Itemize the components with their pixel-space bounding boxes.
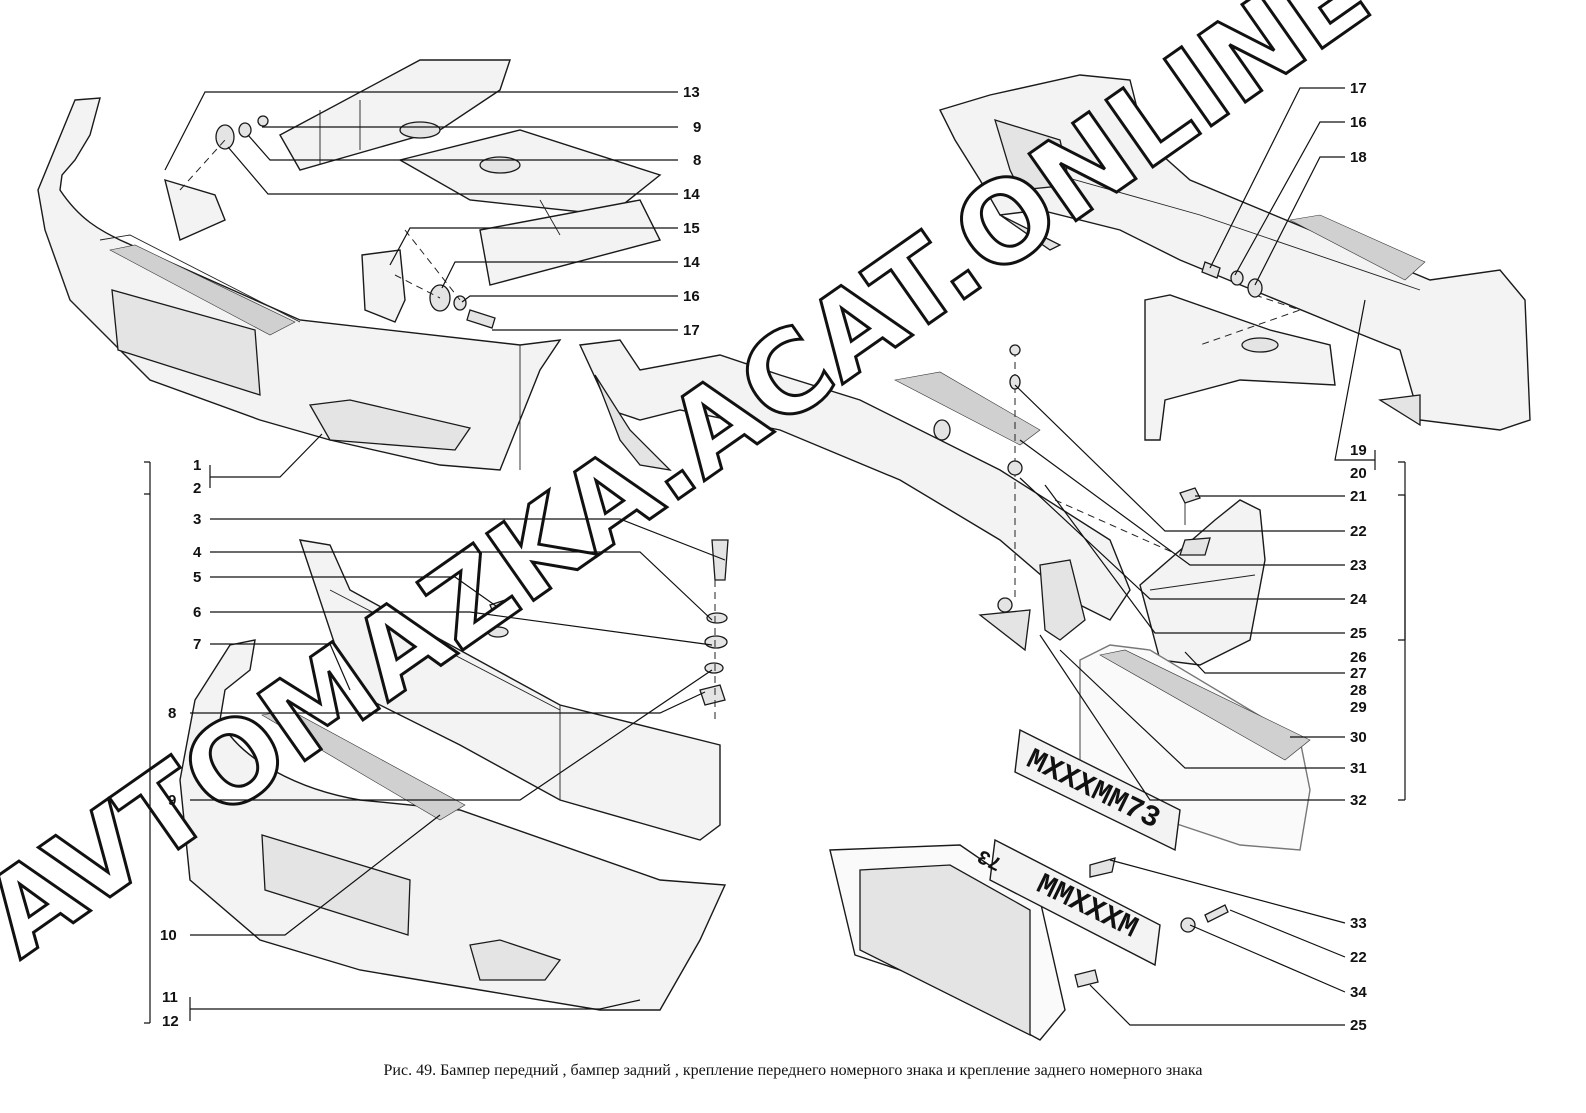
front-bumper-lower <box>179 539 729 1011</box>
front-chassis-frame <box>279 59 662 286</box>
callout-24: 24 <box>1350 591 1367 608</box>
callout-18: 18 <box>1350 149 1367 166</box>
callout-33: 33 <box>1350 915 1367 932</box>
callout-5: 5 <box>193 569 201 586</box>
callout-14-mid: 14 <box>683 254 700 271</box>
callout-1: 1 <box>193 457 201 474</box>
front-bracket-assembly <box>164 115 496 329</box>
callout-21: 21 <box>1350 488 1367 505</box>
callout-16-right: 16 <box>1350 114 1367 131</box>
callout-4: 4 <box>193 544 202 561</box>
callout-7: 7 <box>193 636 201 653</box>
callout-8-bottom: 8 <box>168 705 176 722</box>
callout-13: 13 <box>683 84 700 101</box>
callout-20: 20 <box>1350 465 1367 482</box>
callout-25-top: 25 <box>1350 625 1367 642</box>
callout-16-left: 16 <box>683 288 700 305</box>
callout-15: 15 <box>683 220 700 237</box>
figure-caption: Рис. 49. Бампер передний , бампер задний… <box>383 1062 1203 1079</box>
callout-34: 34 <box>1350 984 1367 1001</box>
callout-29: 29 <box>1350 699 1367 716</box>
callout-8-top: 8 <box>693 152 701 169</box>
callout-30: 30 <box>1350 729 1367 746</box>
rear-bumper-end-cap <box>1139 487 1266 666</box>
callout-17-left: 17 <box>683 322 700 339</box>
callout-19: 19 <box>1350 442 1367 459</box>
callout-23: 23 <box>1350 557 1367 574</box>
rear-plate-mount: MMXXXM 73 <box>829 838 1229 1041</box>
callout-6: 6 <box>193 604 201 621</box>
callout-9-top: 9 <box>693 119 701 136</box>
callout-26: 26 <box>1350 649 1367 666</box>
callout-12: 12 <box>162 1013 179 1030</box>
callout-32: 32 <box>1350 792 1367 809</box>
callout-2: 2 <box>193 480 201 497</box>
callout-labels: 13 9 8 14 15 14 16 17 1 2 3 4 5 6 7 8 9 … <box>160 80 1367 1034</box>
callout-9-bottom: 9 <box>168 792 176 809</box>
callout-25-bottom: 25 <box>1350 1017 1367 1034</box>
callout-22-top: 22 <box>1350 523 1367 540</box>
callout-27: 27 <box>1350 665 1367 682</box>
callout-28: 28 <box>1350 682 1367 699</box>
callout-3: 3 <box>193 511 201 528</box>
callout-22-bottom: 22 <box>1350 949 1367 966</box>
callout-14-top: 14 <box>683 186 700 203</box>
callout-17-right: 17 <box>1350 80 1367 97</box>
callout-10: 10 <box>160 927 177 944</box>
rear-bumper-beam <box>578 339 1191 652</box>
callout-leaders <box>144 87 1406 1026</box>
callout-31: 31 <box>1350 760 1367 777</box>
rear-bumper-upper <box>939 74 1531 441</box>
front-bumper-upper <box>37 97 562 471</box>
callout-11: 11 <box>162 989 178 1006</box>
